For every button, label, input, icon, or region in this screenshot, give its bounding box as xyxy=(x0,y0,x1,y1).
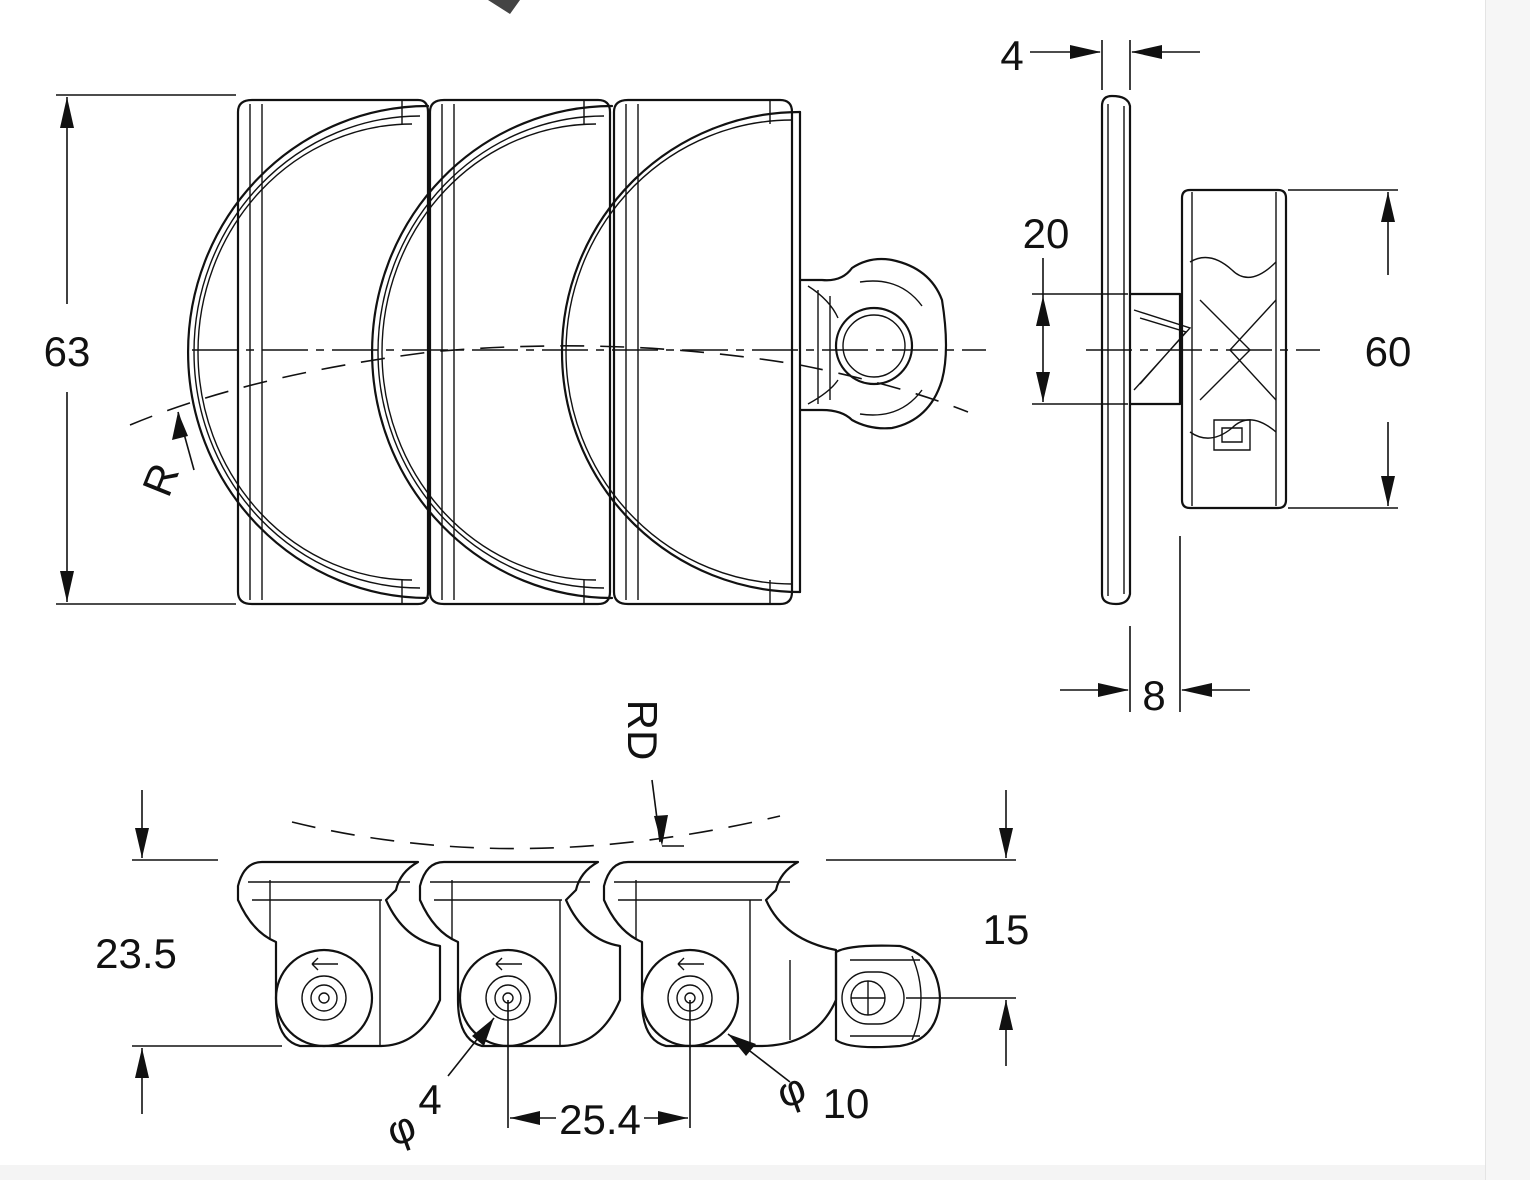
chain-radius-label: RD xyxy=(619,700,666,761)
chain-link-3 xyxy=(602,860,838,1048)
chain-roller-label: 10 xyxy=(823,1080,870,1127)
side-width-dimension xyxy=(1288,189,1398,509)
chain-pin-leader xyxy=(447,1017,495,1077)
side-thickness-label: 4 xyxy=(1000,32,1023,79)
technical-drawing: R 63 xyxy=(43,0,1412,1156)
side-hub-dimension xyxy=(1032,258,1128,405)
front-radius-label: R xyxy=(133,457,188,503)
front-lug xyxy=(798,257,948,430)
chain-roller-leader xyxy=(727,1033,791,1083)
chain-top-label: 15 xyxy=(983,906,1030,953)
chain-view: RD xyxy=(95,700,1029,1155)
side-hub-label: 20 xyxy=(1023,210,1070,257)
chain-end-eye xyxy=(834,944,942,1049)
front-radius-leader xyxy=(172,411,195,471)
front-plate-1 xyxy=(186,98,430,606)
side-offset-dimension xyxy=(1060,536,1250,712)
chain-link-1 xyxy=(236,860,442,1048)
chain-pitch-label: 25.4 xyxy=(559,1096,641,1143)
bottom-edge-strip xyxy=(0,1165,1485,1180)
side-offset-label: 8 xyxy=(1142,672,1165,719)
chain-top-dimension xyxy=(826,790,1016,1066)
side-view: 4 20 60 8 xyxy=(1000,32,1411,719)
scrollbar[interactable] xyxy=(1485,0,1530,1180)
front-plate-3 xyxy=(560,98,802,606)
cropped-arrow-fragment xyxy=(488,0,520,14)
chain-pin-phi: φ xyxy=(380,1102,422,1155)
front-height-label: 63 xyxy=(44,328,91,375)
side-thickness-dimension xyxy=(1030,40,1200,90)
side-width-label: 60 xyxy=(1365,328,1412,375)
chain-radius-leader xyxy=(651,779,684,847)
chain-pin-label: 4 xyxy=(418,1076,441,1123)
chain-link-2 xyxy=(418,860,622,1048)
chain-height-label: 23.5 xyxy=(95,930,177,977)
chain-height-dimension xyxy=(132,790,282,1114)
front-height-dimension xyxy=(56,94,236,605)
chain-roller-phi: φ xyxy=(770,1064,812,1117)
chain-pitch-dimension xyxy=(507,1000,691,1128)
drawing-canvas: R 63 xyxy=(44,0,1411,1155)
front-plate-2 xyxy=(370,98,614,606)
front-view: R 63 xyxy=(44,94,986,606)
